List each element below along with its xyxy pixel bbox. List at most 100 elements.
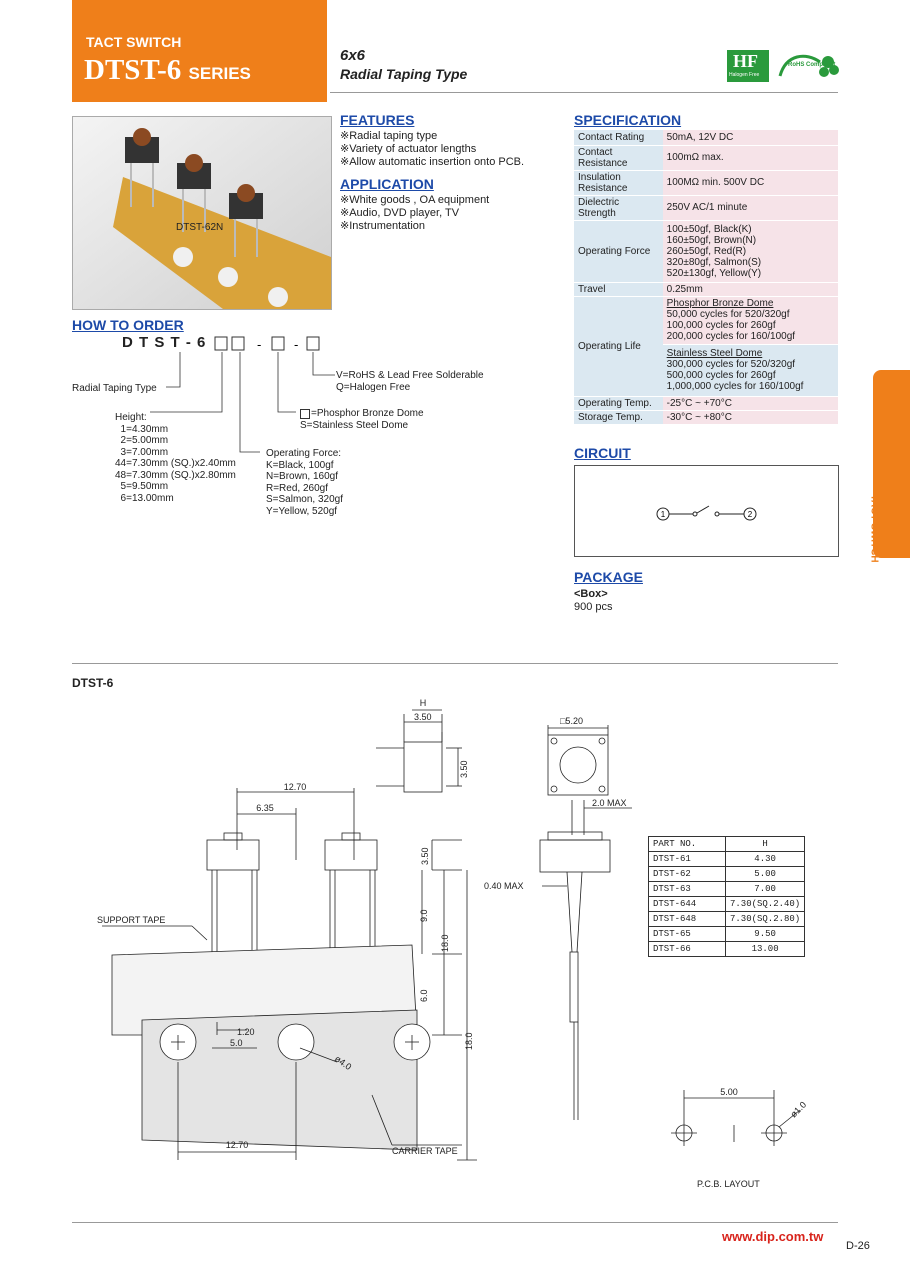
- header-rule: [330, 92, 838, 93]
- order-force: Operating Force: K=Black, 100gf N=Brown,…: [266, 448, 343, 517]
- spec-key: Storage Temp.: [574, 410, 663, 425]
- order-radial: Radial Taping Type: [72, 383, 157, 394]
- spec-value: 250V AC/1 minute: [662, 195, 838, 221]
- dim-max20: 2.0 MAX: [592, 798, 627, 808]
- footer-rule: [72, 1222, 838, 1223]
- feature-item: ※Allow automatic insertion onto PCB.: [340, 156, 525, 168]
- carrier-tape-label: CARRIER TAPE: [392, 1146, 458, 1156]
- table-header-row: PART NO.H: [648, 836, 806, 852]
- photo-caption: DTST-62N: [176, 222, 224, 233]
- dim-phi10: ø1.0: [788, 1100, 808, 1120]
- order-title: HOW TO ORDER: [72, 317, 184, 333]
- circuit-diagram: 1 2: [656, 505, 757, 521]
- dim-350c: 3.50: [420, 847, 430, 865]
- spec-key: Operating Force: [574, 220, 663, 283]
- svg-text:-: -: [294, 337, 298, 352]
- dim-60: 6.0: [419, 989, 429, 1002]
- dim-180b: 18.0: [464, 1032, 474, 1050]
- side-tab-label: TACT SWITCH: [868, 494, 880, 563]
- type-label: Radial Taping Type: [340, 66, 468, 82]
- dim-1270b: 12.70: [226, 1140, 249, 1150]
- mechanical-drawing: H 3.50 3.50 □5.20 2.0 MAX: [97, 698, 808, 1189]
- spec-value: 100±50gf, Black(K) 160±50gf, Brown(N) 26…: [662, 220, 838, 283]
- model-title: DTST-6 SERIES: [84, 54, 251, 86]
- order-rohs: V=RoHS & Lead Free Solderable Q=Halogen …: [336, 370, 484, 393]
- product-photo: DTST-62N: [72, 116, 332, 310]
- table-header: H: [724, 836, 806, 852]
- dim-040: 0.40 MAX: [484, 881, 524, 891]
- package-box: <Box>: [574, 588, 608, 600]
- spec-key: Contact Resistance: [574, 145, 663, 171]
- dim-180a: 18.0: [440, 934, 450, 952]
- dim-350a: 3.50: [414, 712, 432, 722]
- pcb-layout-label: P.C.B. LAYOUT: [697, 1179, 760, 1189]
- application-item: ※Instrumentation: [340, 220, 426, 232]
- circuit-node-1: 1: [661, 510, 666, 519]
- application-item: ※Audio, DVD player, TV: [340, 207, 460, 219]
- order-code: D T S T - 6: [122, 334, 207, 351]
- spec-key: Operating Life: [574, 296, 663, 397]
- package-title: PACKAGE: [574, 569, 643, 585]
- application-list: ※White goods , OA equipment ※Audio, DVD …: [340, 194, 489, 233]
- circuit-title: CIRCUIT: [574, 445, 631, 461]
- features-title: FEATURES: [340, 112, 415, 128]
- dim-90: 9.0: [419, 909, 429, 922]
- order-leader-lines: - -: [150, 336, 335, 453]
- spec-value: 50mA, 12V DC: [662, 130, 838, 146]
- order-dome: =Phosphor Bronze Dome S=Stainless Steel …: [300, 408, 424, 431]
- spec-key: Insulation Resistance: [574, 170, 663, 196]
- dim-350b: 3.50: [459, 760, 469, 778]
- size-label: 6x6: [340, 47, 366, 64]
- application-item: ※White goods , OA equipment: [340, 194, 490, 206]
- switch-photo-illustration: [73, 117, 331, 309]
- features-list: ※Radial taping type ※Variety of actuator…: [340, 130, 524, 169]
- package-qty: 900 pcs: [574, 601, 613, 613]
- side-tab: [873, 370, 910, 558]
- category-label: TACT SWITCH: [86, 34, 182, 50]
- application-title: APPLICATION: [340, 176, 434, 192]
- spec-value: 100mΩ max.: [662, 145, 838, 171]
- dim-h: H: [420, 698, 427, 708]
- dim-1270a: 12.70: [284, 782, 307, 792]
- spec-key: Travel: [574, 282, 663, 297]
- support-tape-label: SUPPORT TAPE: [97, 915, 165, 925]
- feature-item: ※Radial taping type: [340, 130, 438, 142]
- table-header: PART NO.: [648, 836, 726, 852]
- spec-value: -25°C ~ +70°C: [662, 396, 838, 411]
- spec-value: -30°C ~ +80°C: [662, 410, 838, 425]
- feature-item: ※Variety of actuator lengths: [340, 143, 477, 155]
- spec-key: Contact Rating: [574, 130, 663, 146]
- footer-url[interactable]: www.dip.com.tw: [722, 1229, 824, 1244]
- rohs-logo: RoHS Compliant: [778, 54, 839, 77]
- halogen-free-logo: HF Halogen Free: [727, 50, 769, 82]
- dim-120: 1.20: [237, 1027, 255, 1037]
- svg-text:RoHS Compliant: RoHS Compliant: [788, 62, 835, 68]
- order-height: Height: 1=4.30mm 2=5.00mm 3=7.00mm 44=7.…: [115, 412, 236, 504]
- dome-box-icon: [300, 409, 310, 419]
- header-block: TACT SWITCH DTST-6 SERIES: [72, 0, 327, 102]
- spec-value: 100MΩ min. 500V DC: [662, 170, 838, 196]
- dim-50: 5.0: [230, 1038, 243, 1048]
- spec-value: 0.25mm: [662, 282, 838, 297]
- spec-key: Operating Temp.: [574, 396, 663, 411]
- drawing-title: DTST-6: [72, 676, 114, 690]
- dim-500: 5.00: [720, 1087, 738, 1097]
- circuit-box: 1 2: [574, 465, 839, 557]
- dim-sq520: □5.20: [560, 716, 583, 726]
- page-number: D-26: [846, 1240, 870, 1252]
- spec-key: Dielectric Strength: [574, 195, 663, 221]
- dim-635: 6.35: [256, 803, 274, 813]
- circuit-node-2: 2: [748, 510, 753, 519]
- svg-text:-: -: [257, 337, 261, 352]
